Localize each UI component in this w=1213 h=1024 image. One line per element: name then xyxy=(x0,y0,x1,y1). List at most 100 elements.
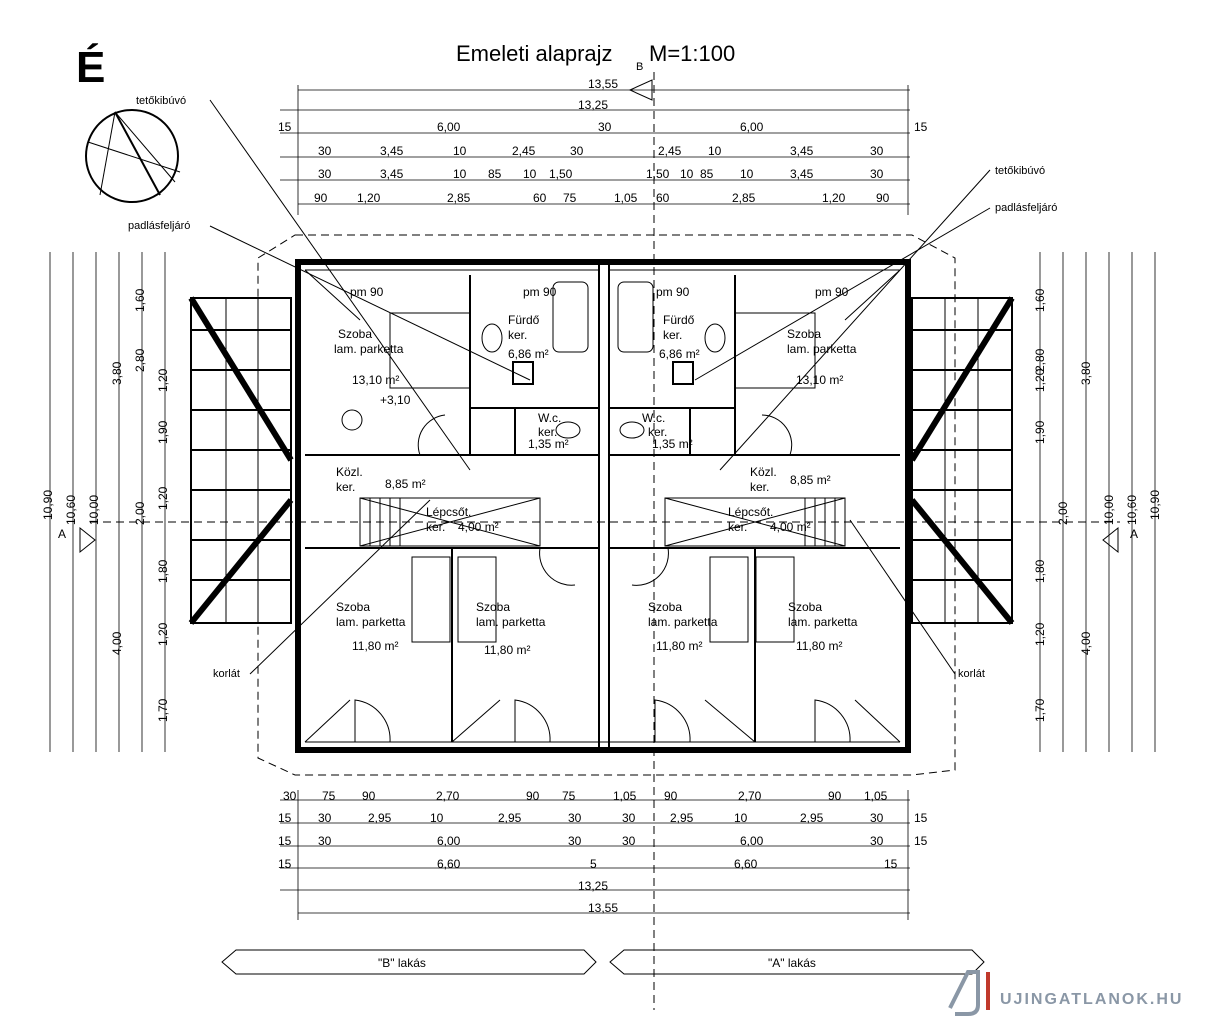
svg-text:15: 15 xyxy=(914,811,928,825)
room-floor: ker. xyxy=(750,480,769,494)
toilet-icon xyxy=(555,421,581,439)
room-floor: ker. xyxy=(336,480,355,494)
svg-text:90: 90 xyxy=(828,789,842,803)
section-label-right: A xyxy=(1130,527,1138,541)
svg-text:1,70: 1,70 xyxy=(156,698,170,722)
room-floor: ker. xyxy=(663,328,682,342)
svg-text:75: 75 xyxy=(562,789,576,803)
room-floor: ker. xyxy=(648,425,667,439)
svg-text:10,60: 10,60 xyxy=(1125,495,1139,525)
dims-bottom-row3: 15 30 6,00 30 30 6,00 30 15 xyxy=(278,834,928,848)
svg-text:3,45: 3,45 xyxy=(790,167,814,181)
svg-text:2,85: 2,85 xyxy=(447,191,471,205)
svg-text:15: 15 xyxy=(278,834,292,848)
svg-text:10,90: 10,90 xyxy=(1148,490,1162,520)
room-name: Közl. xyxy=(336,465,363,479)
room-floor: lam. parketta xyxy=(787,342,857,356)
balcony-right xyxy=(909,296,1015,625)
svg-text:2,45: 2,45 xyxy=(512,144,536,158)
svg-text:1,70: 1,70 xyxy=(1033,698,1047,722)
level-marker-icon xyxy=(341,409,363,431)
room-floor: ker. xyxy=(538,425,557,439)
svg-text:1,90: 1,90 xyxy=(156,420,170,444)
svg-text:2,95: 2,95 xyxy=(670,811,694,825)
room-floor: lam. parketta xyxy=(788,615,858,629)
section-arrow-left-icon xyxy=(79,526,96,554)
rooms-b: Szoba lam. parketta 13,10 m² +3,10 Fürdő… xyxy=(334,313,569,657)
svg-text:1,20: 1,20 xyxy=(156,486,170,510)
svg-text:6,60: 6,60 xyxy=(437,857,461,871)
svg-text:60: 60 xyxy=(533,191,547,205)
svg-text:75: 75 xyxy=(322,789,336,803)
svg-text:1,60: 1,60 xyxy=(1033,288,1047,312)
room-floor: ker. xyxy=(728,520,747,534)
dims-bottom-lines xyxy=(280,790,910,920)
svg-text:2,70: 2,70 xyxy=(436,789,460,803)
svg-text:3,80: 3,80 xyxy=(110,361,124,385)
room-name: Fürdő xyxy=(663,313,695,327)
sill-label: pm 90 xyxy=(350,285,384,299)
room-area: 4,00 m² xyxy=(458,520,499,534)
room-area: 1,35 m² xyxy=(528,437,569,451)
room-floor: lam. parketta xyxy=(648,615,718,629)
rooms-a: Szoba lam. parketta 13,10 m² Fürdő ker. … xyxy=(642,313,858,653)
svg-text:2,95: 2,95 xyxy=(800,811,824,825)
svg-text:6,00: 6,00 xyxy=(740,120,764,134)
svg-text:2,85: 2,85 xyxy=(732,191,756,205)
dim-top-inner: 13,25 xyxy=(578,98,608,112)
label-attic-access-right: padlásfeljáró xyxy=(995,202,1057,214)
svg-text:30: 30 xyxy=(283,789,297,803)
room-area: 8,85 m² xyxy=(385,477,426,491)
dims-side-lines xyxy=(49,252,1156,752)
room-area: 11,80 m² xyxy=(796,639,842,653)
dim-bottom-total: 13,55 xyxy=(588,901,618,915)
unit-b-furniture xyxy=(341,281,589,643)
svg-text:30: 30 xyxy=(870,834,884,848)
dims-top-lines xyxy=(280,79,910,215)
svg-text:1,20: 1,20 xyxy=(1033,622,1047,646)
room-floor: lam. parketta xyxy=(334,342,404,356)
room-name: Szoba xyxy=(648,600,682,614)
svg-text:1,20: 1,20 xyxy=(822,191,846,205)
sill-label: pm 90 xyxy=(815,285,849,299)
room-area: 11,80 m² xyxy=(352,639,398,653)
svg-text:10: 10 xyxy=(523,167,537,181)
svg-text:1,05: 1,05 xyxy=(614,191,638,205)
label-roof-hatch-left: tetőkibúvó xyxy=(136,95,186,107)
svg-text:4,00: 4,00 xyxy=(1079,631,1093,655)
svg-text:1,90: 1,90 xyxy=(1033,420,1047,444)
room-name: Lépcsőt. xyxy=(426,505,471,519)
dims-bottom-row2: 15 30 2,95 10 2,95 30 30 2,95 10 2,95 30… xyxy=(278,811,928,825)
balcony-left xyxy=(188,296,294,625)
unit-a-furniture xyxy=(617,281,816,643)
room-name: Szoba xyxy=(476,600,510,614)
room-name: Lépcsőt. xyxy=(728,505,773,519)
svg-text:90: 90 xyxy=(526,789,540,803)
room-name: Közl. xyxy=(750,465,777,479)
svg-text:10: 10 xyxy=(734,811,748,825)
dims-top-row1: 15 6,00 30 6,00 15 xyxy=(278,120,928,134)
dims-side-right: 10,90 10,60 10,00 3,80 4,00 1,60 2,80 1,… xyxy=(1033,288,1162,722)
section-label-left: A xyxy=(58,527,66,541)
room-area: 6,86 m² xyxy=(508,347,549,361)
svg-text:1,80: 1,80 xyxy=(1033,559,1047,583)
unit-a-banner: "A" lakás xyxy=(609,949,985,975)
svg-text:30: 30 xyxy=(318,834,332,848)
svg-text:UJINGATLANOK.HU: UJINGATLANOK.HU xyxy=(1000,991,1183,1008)
label-railing-left: korlát xyxy=(213,668,240,680)
svg-text:2,95: 2,95 xyxy=(368,811,392,825)
svg-text:90: 90 xyxy=(362,789,376,803)
watermark-logo: UJINGATLANOK.HU xyxy=(948,970,1183,1016)
svg-text:30: 30 xyxy=(870,811,884,825)
room-area: 13,10 m² xyxy=(796,373,843,387)
room-name: W.c. xyxy=(642,411,665,425)
room-floor: ker. xyxy=(508,328,527,342)
svg-text:"A" lakás: "A" lakás xyxy=(768,956,816,970)
washbasin-icon xyxy=(481,323,503,353)
label-roof-hatch-right: tetőkibúvó xyxy=(995,165,1045,177)
svg-text:2,00: 2,00 xyxy=(133,501,147,525)
svg-text:15: 15 xyxy=(278,857,292,871)
room-floor: lam. parketta xyxy=(336,615,406,629)
svg-text:1,50: 1,50 xyxy=(646,167,670,181)
svg-text:75: 75 xyxy=(563,191,577,205)
